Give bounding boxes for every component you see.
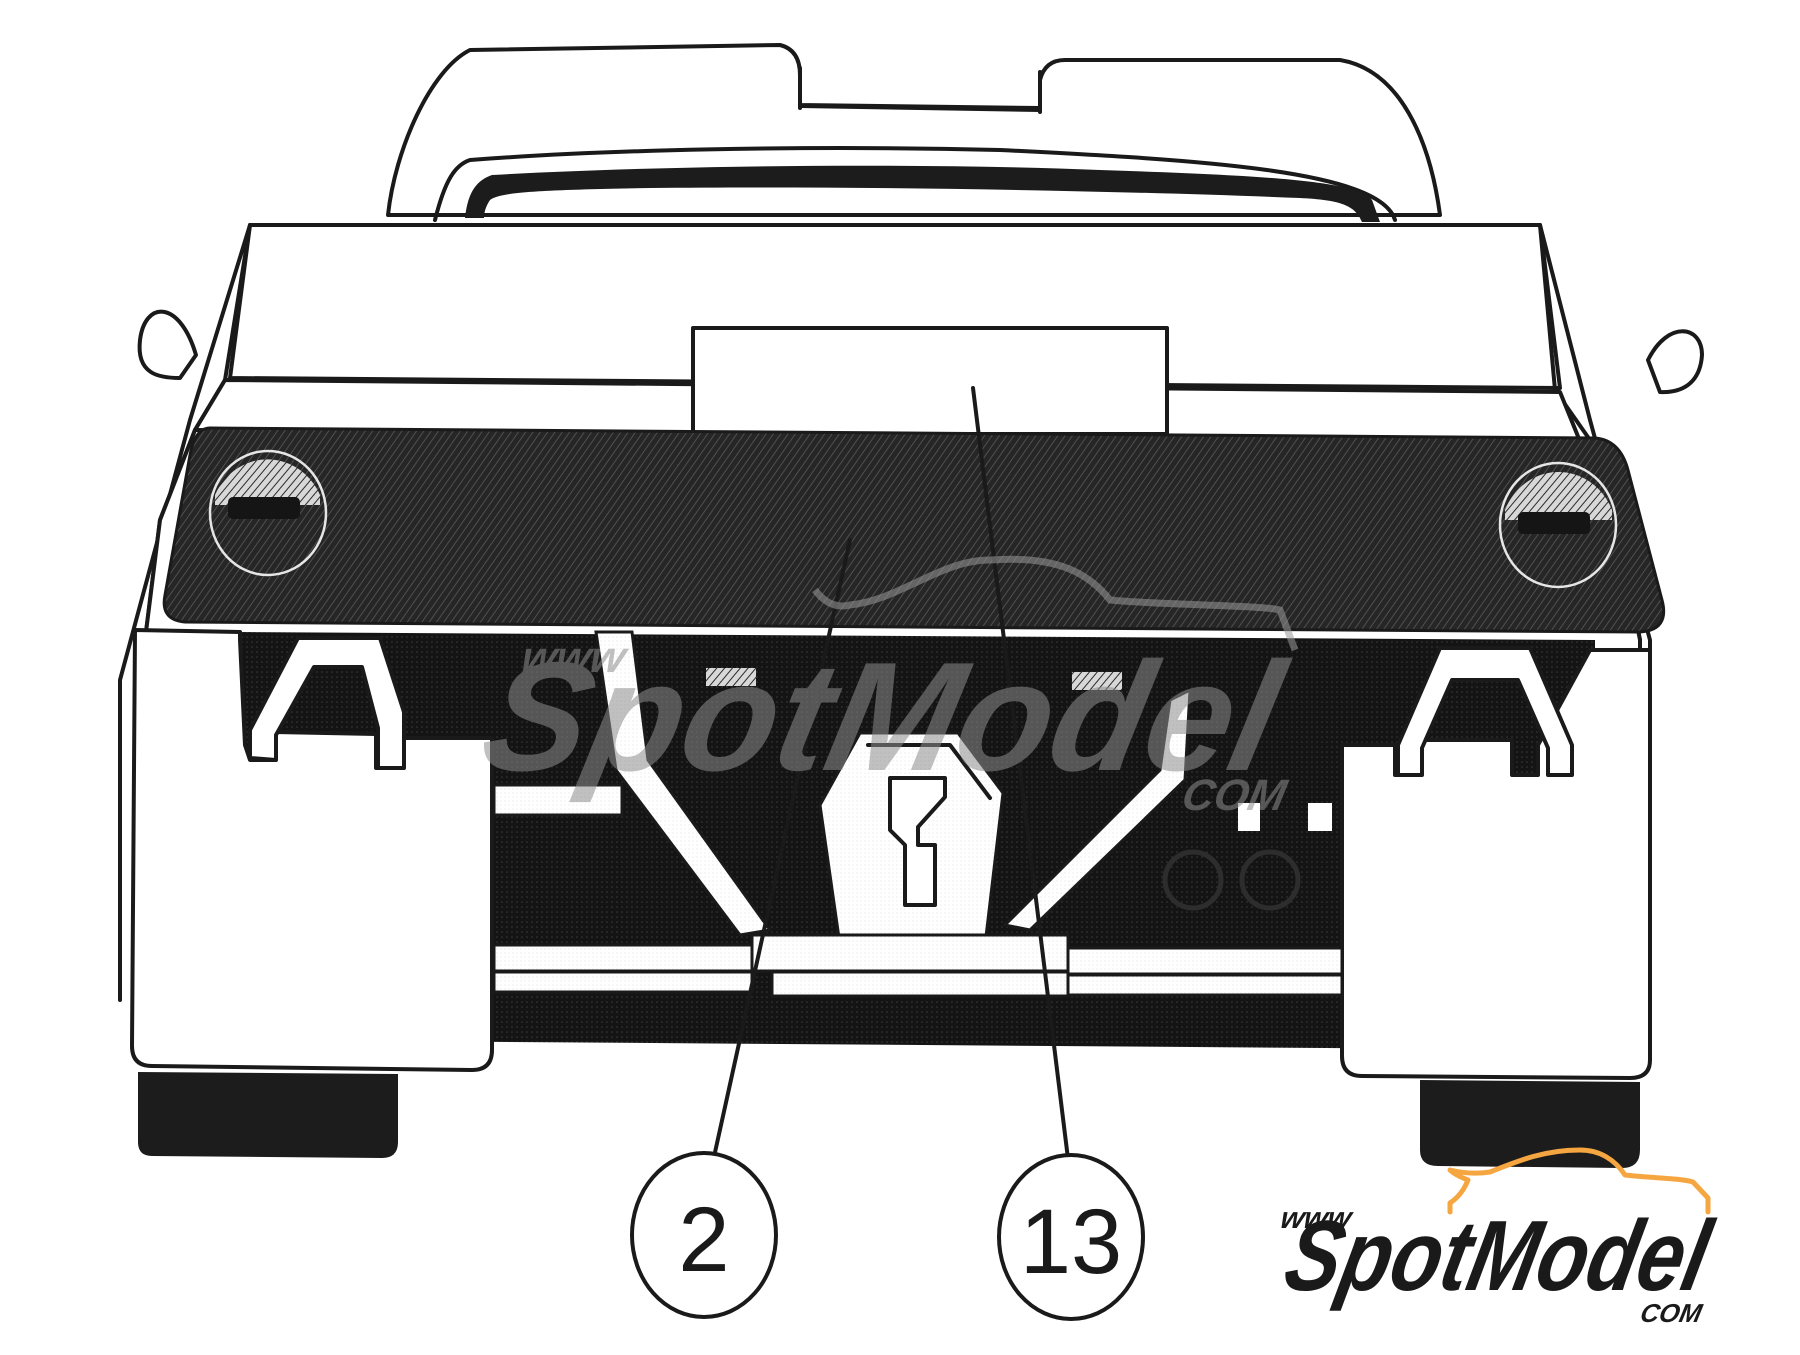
callout-2-circle: [630, 1151, 778, 1319]
hitch-plate-inner: [866, 743, 992, 800]
watermark: www SpotModel COM: [469, 555, 1299, 820]
right-mudflap-bracket: [1396, 646, 1574, 777]
leader-13: [971, 386, 1072, 1177]
watermark-brand: SpotModel: [469, 631, 1299, 804]
watermark-prefix: www: [517, 633, 632, 681]
left-tail-light: [208, 449, 328, 577]
callout-2-label: 2: [678, 1189, 729, 1291]
right-mirror: [1646, 329, 1704, 395]
rear-license-plate: [691, 326, 1169, 436]
left-mirror: [137, 309, 198, 380]
rear-panel-carbon-strip: [162, 426, 1666, 634]
roof-spoiler-line: [798, 66, 1042, 110]
callout-leaders: [708, 386, 1072, 1177]
rear-window-frame: [433, 146, 1397, 222]
callout-13: 13: [997, 1153, 1145, 1321]
logo-car-outline-icon: [1447, 1147, 1711, 1215]
roof: [386, 43, 1442, 222]
left-mudflap-bracket: [248, 636, 406, 770]
watermark-suffix: COM: [1178, 771, 1292, 819]
right-wheel: [1420, 1080, 1640, 1168]
rear-bumper-bars: [492, 668, 1344, 998]
right-tail-light: [1498, 461, 1618, 589]
callout-2: 2: [630, 1151, 778, 1319]
left-wheel: [138, 1072, 398, 1158]
watermark-car-outline-icon: [812, 555, 1299, 652]
tow-hitch: [594, 630, 1192, 959]
hitch-arm-right: [1001, 687, 1192, 932]
right-mudflap: [1340, 646, 1652, 1168]
left-mudflap: [130, 628, 494, 1158]
callout-13-label: 13: [1020, 1191, 1122, 1293]
callout-13-circle: [997, 1153, 1145, 1321]
logo-prefix: www: [1278, 1202, 1357, 1235]
tow-eye: [888, 776, 947, 907]
trunk-lid: [228, 223, 1562, 390]
spotmodel-logo: www SpotModel COM: [1276, 1147, 1721, 1328]
logo-suffix: COM: [1638, 1298, 1706, 1328]
leader-2: [708, 538, 852, 1177]
logo-brand: SpotModel: [1276, 1200, 1721, 1312]
rear-window-gasket: [465, 165, 1380, 222]
hitch-arm-left: [594, 630, 773, 937]
